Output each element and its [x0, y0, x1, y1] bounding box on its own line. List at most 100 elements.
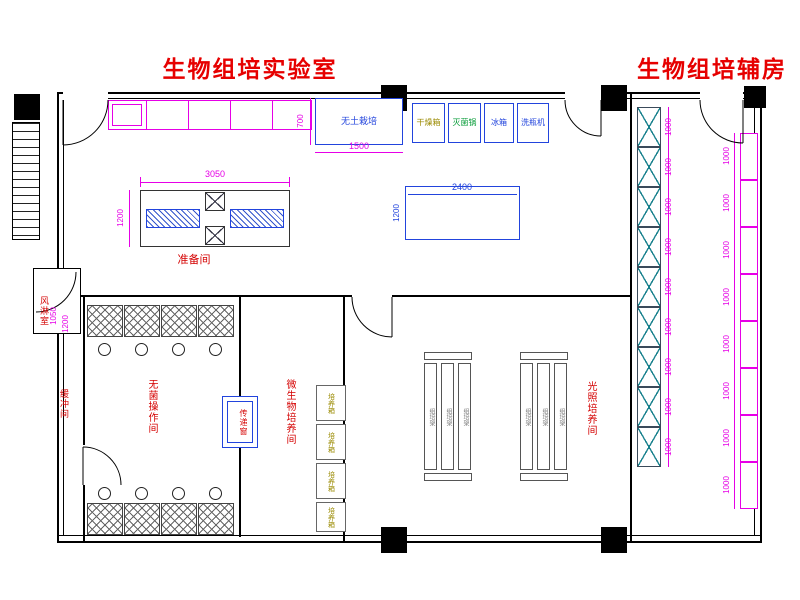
shelf-cell — [740, 180, 758, 227]
shelf-x-cell — [637, 107, 661, 147]
dim-1000: 1000 — [722, 194, 731, 212]
soilless-culture-bench: 无土栽培 — [315, 98, 403, 145]
incubator: 培养箱 — [316, 502, 346, 532]
transfer-window-inner — [227, 401, 253, 443]
dim-1000: 1000 — [664, 158, 673, 176]
column — [744, 86, 766, 108]
shelf-cell — [740, 368, 758, 415]
dim-1200: 1200 — [116, 209, 125, 227]
dim-1000: 1000 — [722, 335, 731, 353]
sterilizer: 灭菌锅 — [448, 103, 481, 143]
shelf-cell — [740, 133, 758, 180]
cabinet-divider — [272, 100, 273, 130]
door-opening-entry — [63, 91, 108, 100]
culture-rack: 组培架 — [554, 363, 567, 470]
wall-top-outer — [57, 92, 762, 94]
label-microbial-room: 微生物培养间 — [284, 379, 295, 445]
label-aseptic-room: 无菌操作间 — [146, 378, 157, 434]
incubator: 培养箱 — [316, 424, 346, 460]
dim-1000: 1000 — [664, 118, 673, 136]
column — [14, 94, 40, 120]
dim-1000: 1000 — [722, 147, 731, 165]
dim-1000: 1000 — [664, 398, 673, 416]
dim-1200-table: 1200 — [392, 204, 401, 222]
sink — [205, 226, 225, 245]
shelf-x-cell — [637, 227, 661, 267]
rack-cap — [424, 473, 472, 481]
culture-rack: 组培架 — [537, 363, 550, 470]
dim-1200-airshower: 1200 — [61, 315, 70, 333]
wall-aux-divider — [630, 92, 632, 543]
dim-line-1200 — [129, 190, 130, 247]
stool — [135, 343, 148, 356]
dim-line-2400 — [408, 194, 517, 195]
bench — [198, 503, 234, 535]
wall-left-inner-b — [63, 333, 64, 535]
title-aux-room: 生物组培辅房 — [637, 56, 787, 82]
fridge: 冰箱 — [484, 103, 514, 143]
dim-line-1500 — [315, 152, 403, 153]
wall-corridor-a — [83, 297, 85, 445]
shelf-x-cell — [637, 387, 661, 427]
wall-left-inner-a — [63, 98, 64, 268]
door-opening-aux — [700, 91, 743, 100]
wall-mid-horizontal-b — [392, 295, 632, 297]
dim-1000: 1000 — [722, 241, 731, 259]
exterior-stairs — [12, 122, 40, 240]
shelf-x-cell — [637, 187, 661, 227]
bench — [87, 503, 123, 535]
title-main-lab: 生物组培实验室 — [162, 56, 338, 82]
bench — [124, 503, 160, 535]
incubator: 培养箱 — [316, 463, 346, 499]
shelf-cell — [740, 462, 758, 509]
shelf-x-cell — [637, 347, 661, 387]
dim-1000: 1000 — [664, 438, 673, 456]
bench — [161, 503, 197, 535]
dim-1000: 1000 — [722, 288, 731, 306]
wall-right-outer — [760, 92, 762, 543]
label-transfer-window: 传递窗 — [239, 408, 248, 436]
shelf-cell — [740, 227, 758, 274]
stool — [98, 343, 111, 356]
column — [601, 527, 627, 553]
stool — [209, 487, 222, 500]
dim-1000: 1000 — [722, 476, 731, 494]
dim-1050: 1050 — [49, 307, 58, 325]
culture-rack: 组培架 — [424, 363, 437, 470]
culture-rack: 组培架 — [520, 363, 533, 470]
wall-bottom-inner — [57, 535, 762, 536]
cabinet-divider — [230, 100, 231, 130]
cabinet-divider — [188, 100, 189, 130]
culture-rack: 组培架 — [458, 363, 471, 470]
cabinet-divider — [146, 100, 147, 130]
dim-1000: 1000 — [722, 429, 731, 447]
dim-1000: 1000 — [722, 382, 731, 400]
stool — [98, 487, 111, 500]
bench — [87, 305, 123, 337]
dim-1000: 1000 — [664, 318, 673, 336]
work-table — [405, 186, 520, 240]
dim-tick — [289, 177, 290, 187]
dim-line-700 — [310, 98, 311, 145]
wall-mid-horizontal-a — [81, 295, 352, 297]
door-opening-prep — [565, 91, 601, 100]
cabinet-sink-unit — [112, 104, 142, 126]
label-light-culture-room: 光照培养间 — [585, 380, 596, 436]
shelf-cell — [740, 415, 758, 462]
label-buffer-room: 缓冲间 — [59, 389, 69, 419]
label-prep-room: 准备间 — [177, 254, 211, 266]
dim-1000: 1000 — [664, 358, 673, 376]
rack-cap — [520, 352, 568, 360]
shelf-cell — [740, 274, 758, 321]
stool — [172, 343, 185, 356]
rack-cap — [520, 473, 568, 481]
incubator: 培养箱 — [316, 385, 346, 421]
wall-top-inner-b — [627, 98, 700, 99]
bench — [161, 305, 197, 337]
dim-line-right — [734, 133, 735, 509]
dim-1500: 1500 — [348, 141, 370, 151]
wall-cabinet — [108, 100, 312, 130]
stool — [209, 343, 222, 356]
column — [601, 85, 627, 111]
